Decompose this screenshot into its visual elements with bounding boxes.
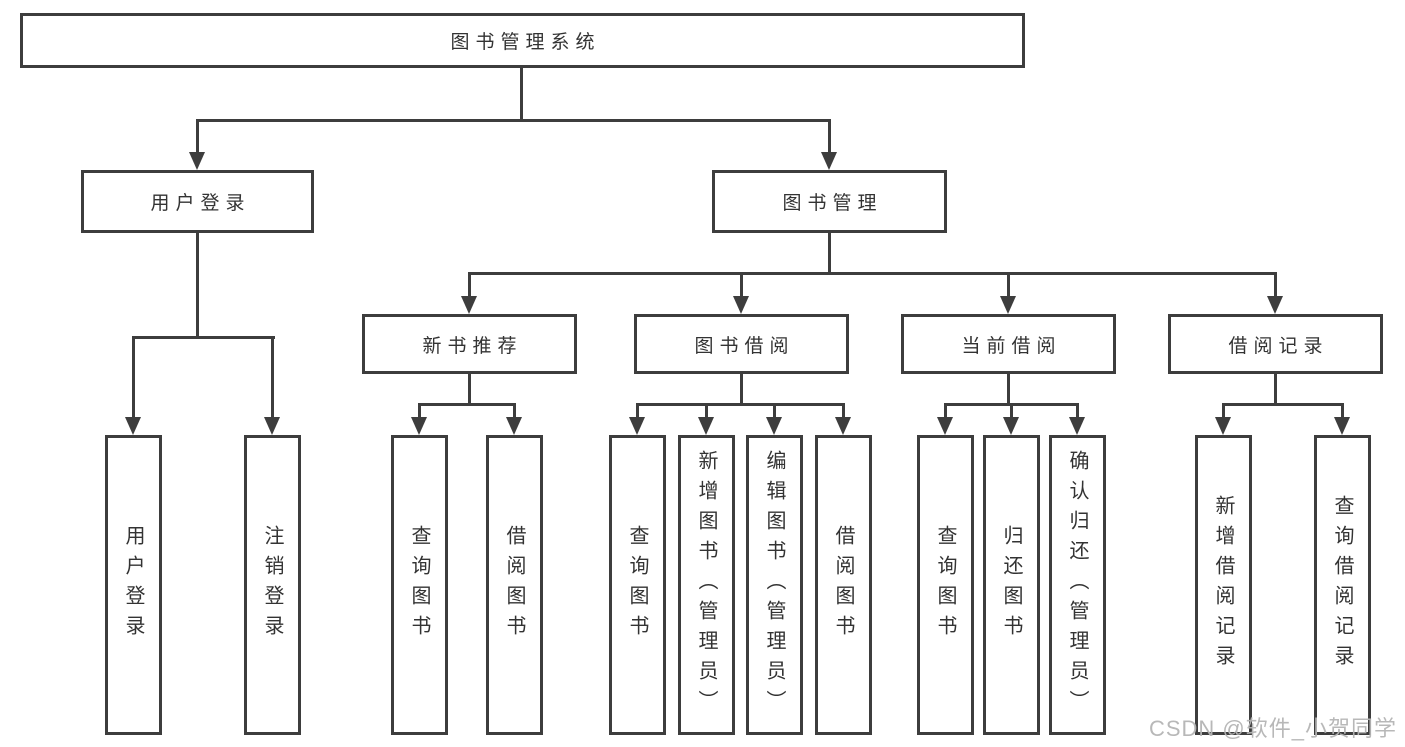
node-label: 新书推荐	[422, 335, 523, 357]
arrow-down-icon	[411, 417, 427, 435]
node-label: 注销登录	[261, 525, 283, 645]
leaf-edit-books-admin: 编辑图书（管理员）	[746, 435, 803, 735]
arrow-down-icon	[698, 417, 714, 435]
connector-line	[468, 374, 471, 406]
leaf-borrowing-query-books: 查询图书	[609, 435, 666, 735]
connector-line	[418, 403, 421, 417]
connector-line	[740, 374, 743, 406]
connector-line	[196, 119, 831, 122]
connector-line	[1007, 374, 1010, 406]
arrow-down-icon	[189, 152, 205, 170]
arrow-down-icon	[835, 417, 851, 435]
node-label: 当前借阅	[961, 335, 1062, 357]
connector-line	[1341, 403, 1344, 417]
node-label: 查询图书	[934, 525, 956, 645]
arrow-down-icon	[1267, 296, 1283, 314]
connector-line	[636, 403, 639, 417]
node-library-management-system: 图书管理系统	[20, 13, 1025, 68]
node-label: 图书借阅	[694, 335, 795, 357]
node-label: 新增借阅记录	[1212, 495, 1234, 675]
connector-line	[513, 403, 516, 417]
node-label: 借阅图书	[503, 525, 525, 645]
node-label: 用户登录	[122, 525, 144, 645]
node-label: 查询图书	[626, 525, 648, 645]
arrow-down-icon	[821, 152, 837, 170]
connector-line	[196, 119, 199, 152]
arrow-down-icon	[1000, 296, 1016, 314]
node-label: 查询借阅记录	[1331, 495, 1353, 675]
connector-line	[468, 272, 1277, 275]
connector-line	[842, 403, 845, 417]
node-book-borrowing: 图书借阅	[634, 314, 849, 374]
connector-line	[468, 272, 471, 296]
connector-line	[828, 233, 831, 275]
arrow-down-icon	[733, 296, 749, 314]
node-label: 归还图书	[1000, 525, 1022, 645]
arrow-down-icon	[506, 417, 522, 435]
node-current-borrowing: 当前借阅	[901, 314, 1116, 374]
node-borrowing-records: 借阅记录	[1168, 314, 1383, 374]
leaf-user-login: 用户登录	[105, 435, 162, 735]
node-label: 新增图书（管理员）	[695, 450, 717, 720]
node-user-login: 用户登录	[81, 170, 314, 233]
connector-line	[636, 403, 845, 406]
arrow-down-icon	[125, 417, 141, 435]
node-label: 图书管理	[782, 193, 883, 214]
arrow-down-icon	[1215, 417, 1231, 435]
arrow-down-icon	[1069, 417, 1085, 435]
node-label: 借阅图书	[832, 525, 854, 645]
connector-line	[1222, 403, 1225, 417]
node-label: 用户登录	[150, 193, 251, 214]
connector-line	[828, 119, 831, 152]
arrow-down-icon	[1334, 417, 1350, 435]
leaf-query-borrow-record: 查询借阅记录	[1314, 435, 1371, 735]
connector-line	[132, 336, 275, 339]
connector-line	[740, 272, 743, 296]
node-label: 确认归还（管理员）	[1066, 450, 1088, 720]
arrow-down-icon	[461, 296, 477, 314]
connector-line	[418, 403, 516, 406]
node-label: 编辑图书（管理员）	[763, 450, 785, 720]
leaf-borrowing-borrow-books: 借阅图书	[815, 435, 872, 735]
connector-line	[1274, 272, 1277, 296]
connector-line	[196, 233, 199, 338]
connector-line	[1076, 403, 1079, 417]
node-book-management: 图书管理	[712, 170, 947, 233]
connector-line	[705, 403, 708, 417]
leaf-add-books-admin: 新增图书（管理员）	[678, 435, 735, 735]
leaf-add-borrow-record: 新增借阅记录	[1195, 435, 1252, 735]
leaf-newbooks-query-books: 查询图书	[391, 435, 448, 735]
connector-line	[271, 336, 274, 417]
leaf-return-books: 归还图书	[983, 435, 1040, 735]
connector-line	[1007, 272, 1010, 296]
connector-line	[132, 336, 135, 417]
csdn-watermark: CSDN @软件_小贺同学	[1148, 716, 1397, 741]
node-new-book-recommendation: 新书推荐	[362, 314, 577, 374]
node-label: 图书管理系统	[450, 32, 601, 53]
connector-line	[1222, 403, 1344, 406]
arrow-down-icon	[766, 417, 782, 435]
connector-line	[1010, 403, 1013, 417]
leaf-confirm-return-admin: 确认归还（管理员）	[1049, 435, 1106, 735]
node-label: 查询图书	[408, 525, 430, 645]
connector-line	[944, 403, 947, 417]
arrow-down-icon	[264, 417, 280, 435]
connector-line	[1274, 374, 1277, 406]
leaf-logout: 注销登录	[244, 435, 301, 735]
arrow-down-icon	[937, 417, 953, 435]
connector-line	[520, 68, 523, 122]
leaf-newbooks-borrow-books: 借阅图书	[486, 435, 543, 735]
arrow-down-icon	[629, 417, 645, 435]
node-label: 借阅记录	[1228, 335, 1329, 357]
arrow-down-icon	[1003, 417, 1019, 435]
connector-line	[773, 403, 776, 417]
leaf-current-query-books: 查询图书	[917, 435, 974, 735]
